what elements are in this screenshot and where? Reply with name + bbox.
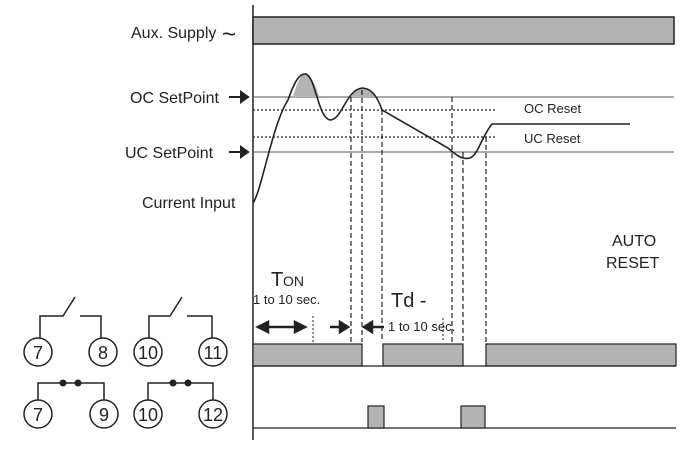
oc-arrow-icon [229, 90, 250, 104]
current-input-label: Current Input [142, 195, 236, 212]
aux-supply-label: Aux. Supply [131, 25, 216, 42]
uc-arrow-icon [229, 145, 250, 159]
reset-label: RESET [606, 255, 660, 272]
no-output-on-1 [252, 343, 363, 367]
td-main-label: Td - [391, 290, 427, 312]
nc-output-pulse-2 [460, 405, 486, 429]
terminal-10: 10 [138, 343, 158, 363]
terminal-8: 8 [98, 343, 108, 363]
terminal-9: 9 [99, 405, 109, 425]
uc-setpoint-label: UC SetPoint [125, 145, 214, 162]
t-on-arrow-right-icon [330, 319, 351, 335]
terminal-10-nc: 10 [138, 405, 158, 425]
nc-output-pulse-1 [367, 405, 385, 429]
aux-supply-bar [252, 16, 675, 45]
auto-label: AUTO [612, 233, 656, 250]
terminal-12: 12 [203, 405, 223, 425]
terminal-7: 7 [33, 343, 43, 363]
td-arrow-icon [361, 319, 384, 335]
t-on-sub-label: ON [283, 273, 304, 289]
oc-reset-label: OC Reset [524, 101, 581, 116]
no-output-on-2 [382, 343, 464, 367]
no-contact-7-8: 7 8 [23, 296, 118, 367]
uc-reset-label: UC Reset [524, 131, 581, 146]
tilde-icon: ~ [222, 21, 236, 48]
td-range-label: 1 to 10 sec. [388, 319, 455, 334]
t-on-main-label: T [271, 269, 283, 291]
terminal-11: 11 [204, 343, 223, 363]
t-on-arrow-icon [255, 319, 308, 335]
overcurrent-region-1 [293, 73, 319, 97]
nc-contact-7-9: 7 9 [23, 379, 119, 429]
no-contact-10-11: 10 11 [133, 296, 228, 367]
oc-setpoint-label: OC SetPoint [130, 90, 219, 107]
terminal-7-nc: 7 [33, 405, 43, 425]
nc-contact-10-12: 10 12 [133, 379, 228, 429]
t-on-range-label: 1 to 10 sec. [253, 292, 320, 307]
current-waveform [252, 73, 630, 204]
no-output-on-3 [485, 343, 677, 367]
